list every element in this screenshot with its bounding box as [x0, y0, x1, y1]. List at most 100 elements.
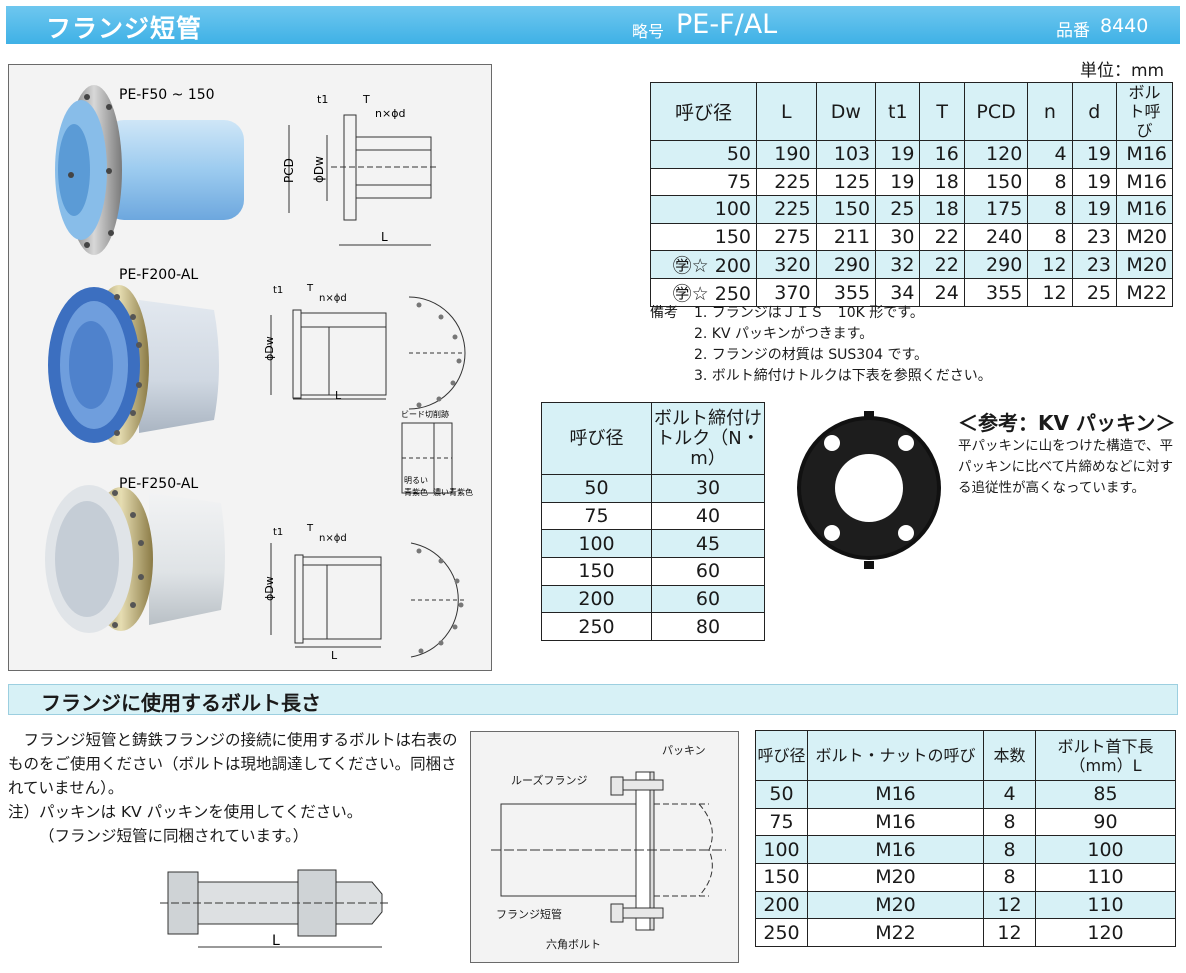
pcd-label-1: PCD [282, 158, 296, 183]
kv-title: ＜参考：KV パッキン＞ [958, 411, 1176, 435]
cell: 110 [1035, 863, 1176, 892]
cell: 250 [755, 918, 808, 948]
remark-item: 1. フランジはＪＩＳ 10K 形です。 [694, 305, 924, 321]
cell: M22 [807, 918, 984, 948]
cell: 25 [875, 195, 921, 224]
nd-label-2: n×ϕd [319, 293, 347, 304]
section-title: フランジに使用するボルト長さ [41, 691, 321, 715]
dimension-header-row: 呼び径 L Dw t1 T PCD n d ボルト呼び [650, 82, 1173, 141]
cell: M22 [1116, 278, 1173, 307]
part-number-label: 品番 [1056, 21, 1090, 41]
cell: 90 [1035, 807, 1176, 837]
cell: 150 [541, 557, 652, 586]
remark-item: 2. フランジの材質は SUS304 です。 [694, 347, 929, 363]
cell: 12 [983, 890, 1036, 920]
drawing-3 [270, 542, 467, 658]
cell: 250 [541, 612, 652, 642]
t1-label-1: t1 [317, 93, 328, 106]
bead-label: ビード切削跡 [401, 409, 449, 419]
cell: M16 [807, 835, 984, 865]
kv-packing-image [797, 411, 941, 569]
cell: 120 [1035, 918, 1176, 948]
cell: 23 [1071, 250, 1118, 279]
cell: 355 [963, 278, 1029, 307]
part-number: 8440 [1100, 15, 1149, 37]
cell: 355 [815, 278, 877, 307]
cell: 8 [1027, 167, 1073, 196]
cell: 320 [756, 250, 817, 279]
product-code: PE-F/AL [676, 9, 778, 40]
cell: 8 [983, 863, 1036, 892]
cell: 80 [651, 612, 765, 642]
L-label-3: L [331, 649, 338, 662]
dw-label-2: ϕDw [263, 336, 276, 361]
cell: 8 [1027, 222, 1073, 251]
cell: 8 [1027, 195, 1073, 224]
t1-label-3: t1 [273, 527, 283, 538]
dw-label-1: ϕDw [312, 156, 326, 183]
bolt-length-section-header: フランジに使用するボルト長さ [8, 684, 1178, 715]
cell: 100 [541, 529, 652, 559]
cell: 211 [815, 222, 877, 251]
cell: M16 [1116, 195, 1173, 224]
cell: 370 [756, 278, 817, 307]
cell: M16 [807, 807, 984, 837]
header-T: T [919, 82, 965, 141]
header-Dw: Dw [815, 82, 877, 141]
cell: 75 [650, 167, 757, 196]
cell: 150 [963, 167, 1029, 196]
cell: 85 [1035, 780, 1176, 809]
hex-bolt-label: 六角ボルト [546, 938, 601, 951]
cell: 150 [650, 222, 757, 251]
torque-header-nominal: 呼び径 [541, 402, 652, 475]
cell: M20 [807, 890, 984, 920]
nd-label-3: n×ϕd [319, 533, 347, 544]
cell: 23 [1071, 222, 1118, 251]
unit-label: 単位：mm [1080, 61, 1165, 81]
loose-flange-label: ルーズフランジ [511, 774, 588, 787]
bolt-drawing: L [160, 869, 390, 949]
cell: 125 [815, 167, 877, 196]
cell: 12 [1027, 278, 1073, 307]
dark-label: 濃い青紫色 [433, 487, 473, 497]
cell: 8 [983, 835, 1036, 865]
cell: 225 [756, 167, 817, 196]
bolt-assembly-drawing [491, 771, 726, 931]
header-n: n [1027, 82, 1073, 141]
length-header-length: ボルト首下長（mm）L [1035, 730, 1176, 781]
T-label-2: T [306, 283, 314, 294]
T-label-1: T [362, 93, 370, 106]
cell: 19 [1071, 167, 1118, 196]
drawing-1 [288, 114, 439, 246]
cell: 200 [755, 890, 808, 920]
dw-label-3: ϕDw [263, 576, 276, 601]
cell: 30 [651, 474, 765, 503]
cell: 275 [756, 222, 817, 251]
cell: 120 [963, 140, 1029, 169]
cell: 22 [919, 250, 965, 279]
length-header-row: 呼び径 ボルト・ナットの呼び 本数 ボルト首下長（mm）L [755, 730, 1176, 781]
cell: 19 [875, 167, 921, 196]
cell: 25 [1071, 278, 1118, 307]
cell: 22 [919, 222, 965, 251]
kv-description: 平パッキンに山をつけた構造で、平パッキンに比べて片締めなどに対する追従性が高くな… [958, 438, 1174, 496]
cell: 18 [919, 195, 965, 224]
product-figures: PE-F50 ~ 150 t1 T n×ϕd PCD ϕDw L [45, 85, 473, 662]
cell: 50 [755, 780, 808, 809]
bolt-length-label: L [272, 933, 280, 949]
